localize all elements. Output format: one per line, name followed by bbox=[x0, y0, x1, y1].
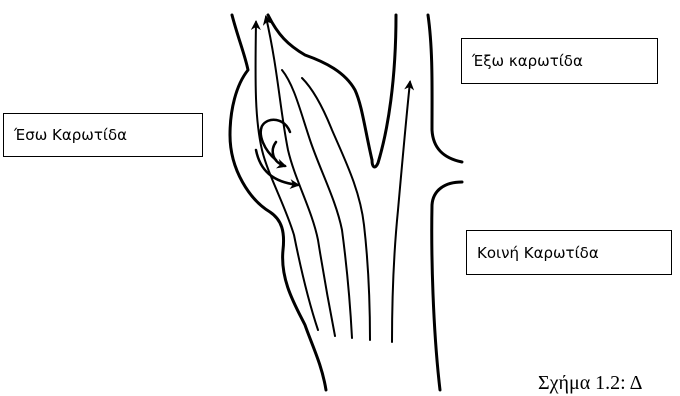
figure-caption: Σχήμα 1.2: Δ bbox=[538, 372, 643, 395]
vessel-wall-left bbox=[230, 15, 326, 390]
streamline bbox=[392, 82, 410, 342]
recirculation-vortex-loop bbox=[273, 142, 285, 166]
common-carotid-label-box: Κοινή Καρωτίδα bbox=[466, 230, 672, 275]
recirculation-vortex-lower bbox=[256, 150, 298, 185]
flow-divider bbox=[372, 15, 396, 167]
external-carotid-label: Έξω καρωτίδα bbox=[472, 52, 583, 70]
common-carotid-label: Κοινή Καρωτίδα bbox=[477, 244, 599, 262]
vessel-wall-right bbox=[428, 15, 462, 162]
external-carotid-label-box: Έξω καρωτίδα bbox=[461, 38, 658, 84]
vessel-wall-right-lower bbox=[432, 182, 462, 390]
internal-carotid-label: Έσω Καρωτίδα bbox=[14, 126, 127, 144]
internal-carotid-wall-right bbox=[268, 15, 372, 160]
internal-carotid-label-box: Έσω Καρωτίδα bbox=[3, 113, 203, 157]
